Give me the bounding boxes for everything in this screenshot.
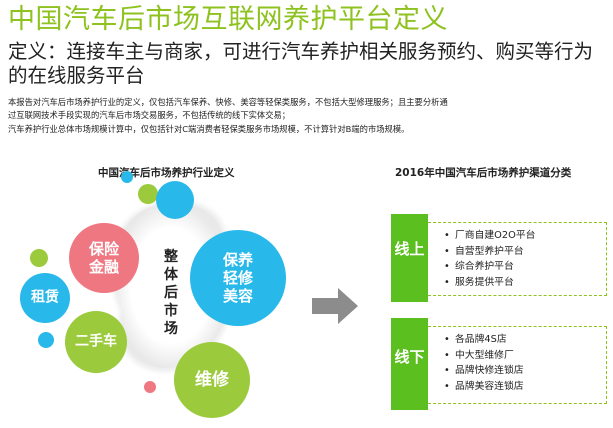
decor-dot <box>156 181 194 219</box>
bubble-rental-label: 租赁 <box>31 289 59 306</box>
list-item: 品牌美容连锁店 <box>428 379 606 395</box>
decor-dot <box>121 171 133 183</box>
bubble-maintenance <box>190 230 286 326</box>
bubble-used-car <box>65 311 127 373</box>
bubble-insurance <box>69 223 139 293</box>
bubble-repair-label: 维修 <box>195 369 229 390</box>
page-subtitle: 定义：连接车主与商家，可进行汽车养护相关服务预约、购买等行为的在线服务平台 <box>8 40 594 87</box>
offline-list: 各品牌4S店 中大型维修厂 品牌快修连锁店 品牌美容连锁店 <box>428 326 607 404</box>
right-section-title: 2016年中国汽车后市场养护渠道分类 <box>395 167 572 179</box>
description-line: 过互联网技术手段实现的汽车后市场交易服务，不包括传统的线下实体交易； <box>8 110 291 121</box>
bubble-rental <box>20 273 70 323</box>
right-arrow-icon <box>312 288 358 324</box>
list-item: 服务提供平台 <box>428 275 606 291</box>
channel-offline-label: 线下 <box>394 348 425 366</box>
online-list: 厂商自建O2O平台 自营型养护平台 综合养护平台 服务提供平台 <box>428 222 607 296</box>
list-item: 厂商自建O2O平台 <box>428 228 606 244</box>
decor-dot <box>38 332 54 348</box>
page-title: 中国汽车后市场互联网养护平台定义 <box>8 4 448 35</box>
list-item: 各品牌4S店 <box>428 332 606 348</box>
center-label: 整体后市场 <box>164 249 178 337</box>
channel-online-label: 线上 <box>394 240 425 258</box>
bubble-used-car-label: 二手车 <box>75 333 117 350</box>
description: 本报告对汽车后市场养护行业的定义，仅包括汽车保养、快修、美容等轻保类服务，不包括… <box>8 96 608 136</box>
list-item: 自营型养护平台 <box>428 244 606 260</box>
list-item: 中大型维修厂 <box>428 348 606 364</box>
list-item: 品牌快修连锁店 <box>428 363 606 379</box>
list-item: 综合养护平台 <box>428 259 606 275</box>
decor-dot <box>144 381 156 393</box>
bubble-repair <box>174 342 250 418</box>
channel-offline: 线下 <box>391 318 428 410</box>
description-line: 汽车养护行业总体市场规模计算中，仅包括针对C端消费者轻保类服务市场规模，不计算针… <box>8 123 410 134</box>
decor-dot <box>30 249 48 267</box>
center-blob-fill <box>113 203 229 369</box>
decor-dot <box>138 184 158 204</box>
channel-online: 线上 <box>391 214 428 302</box>
bubble-insurance-label: 保险 金融 <box>88 240 120 276</box>
bubble-maintenance-label: 保养 轻修 美容 <box>222 251 254 305</box>
description-line: 本报告对汽车后市场养护行业的定义，仅包括汽车保养、快修、美容等轻保类服务，不包括… <box>8 97 448 107</box>
